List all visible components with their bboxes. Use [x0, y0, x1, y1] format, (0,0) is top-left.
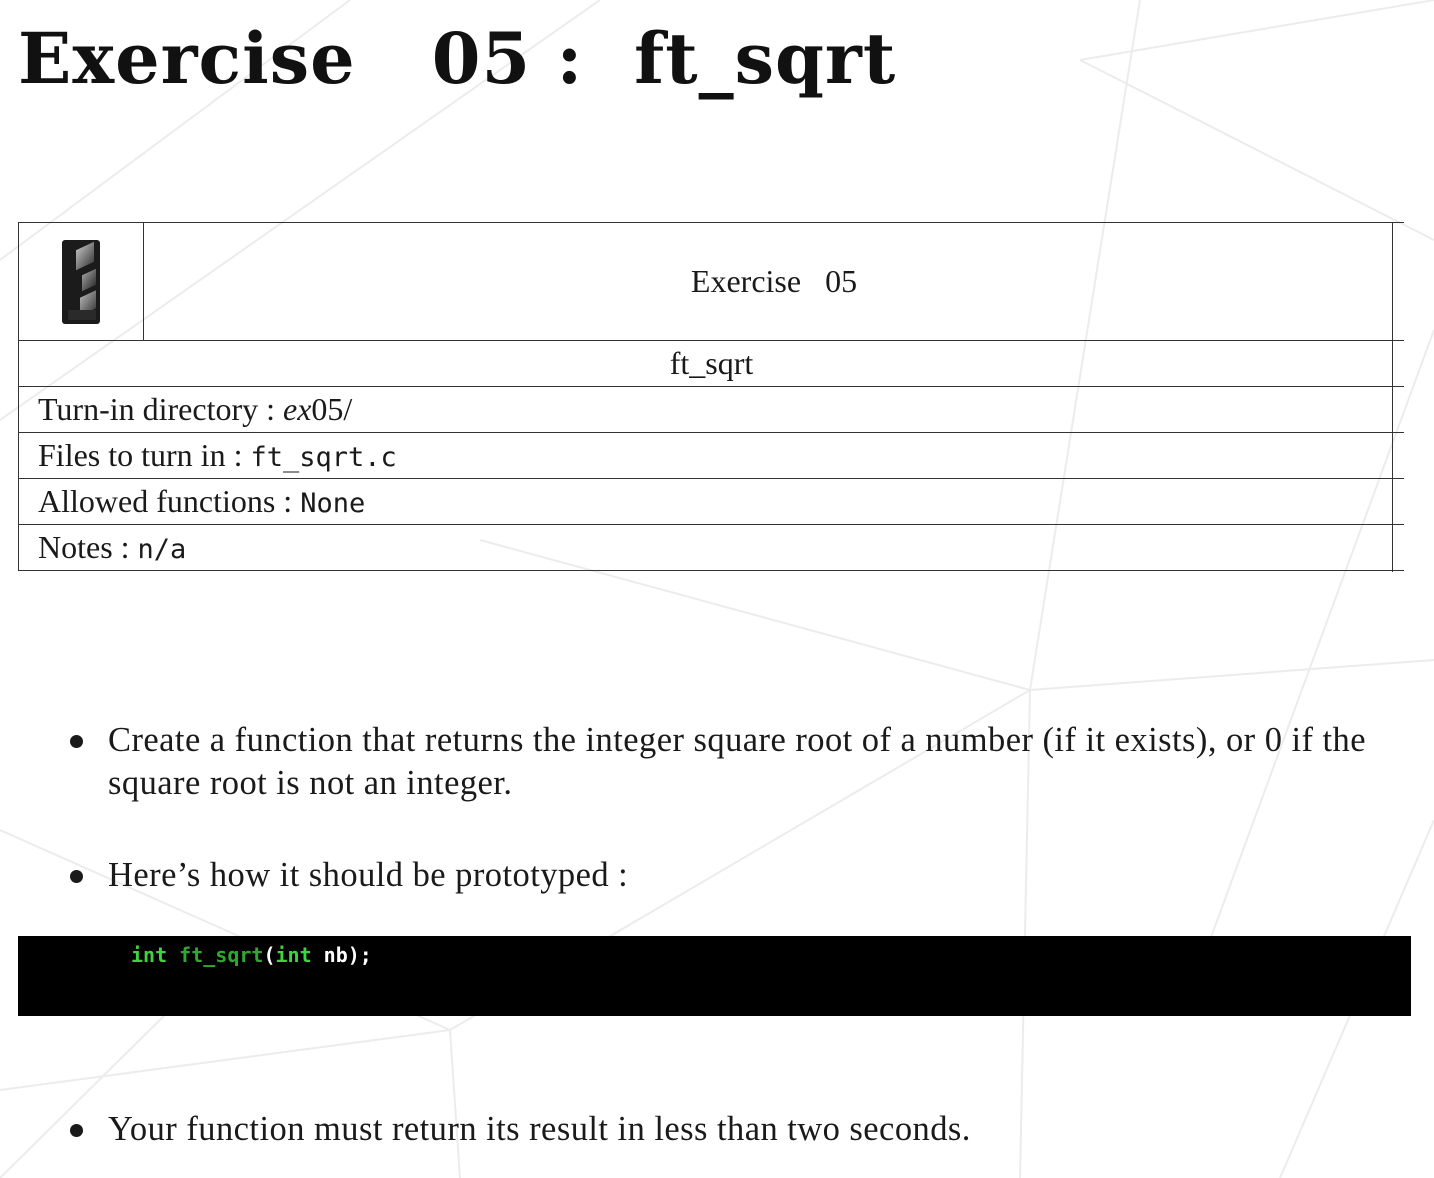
code-line: int ft_sqrt(int nb);: [131, 943, 372, 967]
files-to-turn-in: Files to turn in : ft_sqrt.c: [18, 432, 1404, 479]
code-block: int ft_sqrt(int nb);: [18, 936, 1411, 1016]
table-header-row: Exercise 05: [18, 222, 1404, 341]
notes-value: n/a: [137, 534, 187, 565]
bullet-text: Here’s how it should be prototyped :: [108, 856, 629, 894]
code-paren: (: [263, 943, 276, 967]
turn-in-directory: Turn-in directory : ex05/: [18, 386, 1404, 433]
bullet-text: Create a function that returns the integ…: [108, 721, 1367, 802]
bullet-icon: [70, 1124, 83, 1137]
table-row: Turn-in directory : ex05/: [18, 386, 1404, 433]
turn-in-value-rest: 05/: [311, 391, 353, 427]
bullet-text: Your function must return its result in …: [108, 1110, 971, 1148]
notes-label: Notes :: [38, 529, 138, 565]
table-row: Notes : n/a: [18, 524, 1404, 571]
code-param-rest: nb);: [311, 943, 372, 967]
turn-in-value-italic: ex: [283, 391, 312, 427]
table-right-border: [1392, 222, 1393, 572]
files-label: Files to turn in :: [38, 437, 251, 473]
allowed-functions: Allowed functions : None: [18, 478, 1404, 525]
allowed-label: Allowed functions :: [38, 483, 301, 519]
code-type-keyword: int: [131, 943, 168, 967]
table-row: ft_sqrt: [18, 340, 1404, 387]
school-logo-icon: [62, 239, 100, 324]
notes: Notes : n/a: [18, 524, 1404, 571]
code-function-name: ft_sqrt: [179, 943, 264, 967]
logo-cell: [18, 222, 144, 341]
files-value: ft_sqrt.c: [250, 442, 397, 473]
bullet-icon: [70, 735, 83, 748]
exercise-info-table: Exercise 05 ft_sqrt Turn-in directory : …: [18, 222, 1404, 571]
table-row: Allowed functions : None: [18, 478, 1404, 525]
bullet-icon: [70, 870, 83, 883]
code-param-keyword: int: [275, 943, 312, 967]
table-row: Files to turn in : ft_sqrt.c: [18, 432, 1404, 479]
allowed-value: None: [300, 488, 366, 519]
exercise-label: Exercise 05: [143, 222, 1404, 341]
turn-in-label: Turn-in directory :: [38, 391, 284, 427]
page-title: Exercise 05 : ft_sqrt: [18, 17, 897, 100]
exercise-name: ft_sqrt: [18, 340, 1404, 387]
